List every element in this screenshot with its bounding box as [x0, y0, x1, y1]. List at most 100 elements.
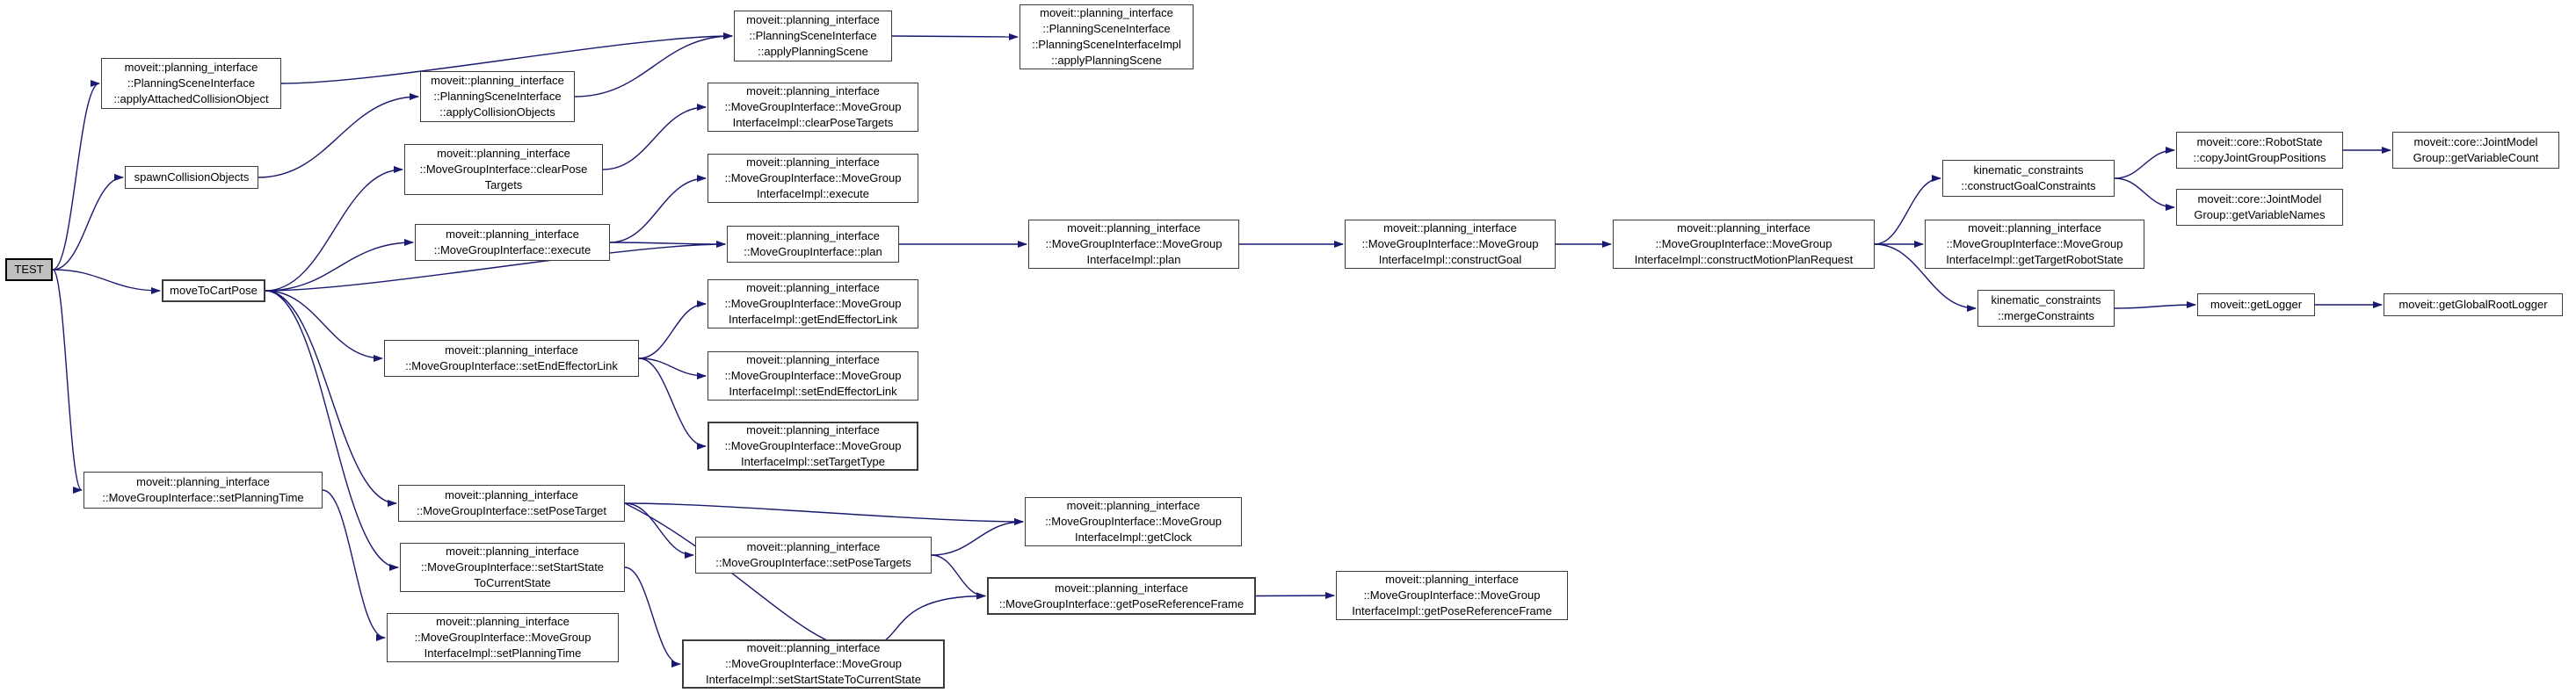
node-label-line: ::PlanningSceneInterface	[1042, 22, 1171, 35]
call-edge-mgi-set-pose-target--mgi-set-pose-targets	[624, 502, 694, 559]
node-label-line: ::MoveGroupInterface::setEndEffectorLink	[405, 359, 618, 372]
node-label-line: InterfaceImpl::getTargetRobotState	[1946, 253, 2123, 266]
node-psi-apply-planning-scene[interactable]: moveit::planning_interface::PlanningScen…	[734, 11, 892, 61]
node-impl-get-pose-reference-frame[interactable]: moveit::planning_interface::MoveGroupInt…	[1336, 571, 1568, 620]
node-moveit-get-global-root-logger[interactable]: moveit::getGlobalRootLogger	[2384, 293, 2563, 316]
node-label-line: moveit::planning_interface	[746, 540, 881, 553]
call-edge-kc-construct-goal-constraints--jmg-get-variable-names	[2114, 177, 2175, 211]
node-label-line: ::MoveGroupInterface::MoveGroup	[1946, 237, 2123, 250]
call-edge-move-to-cart-pose--mgi-clear-pose-targets	[265, 166, 403, 292]
node-test[interactable]: TEST	[5, 258, 53, 281]
call-edge-impl-construct-motion-plan-request--kc-merge-constraints	[1874, 243, 1977, 312]
node-impl-clear-pose-targets[interactable]: moveit::planning_interface::MoveGroupInt…	[707, 83, 918, 132]
node-psi-apply-attached-collision-object[interactable]: moveit::planning_interface::PlanningScen…	[101, 58, 281, 109]
node-mgi-set-pose-target[interactable]: moveit::planning_interface::MoveGroupInt…	[398, 485, 625, 522]
node-label-line: moveit::getGlobalRootLogger	[2398, 298, 2548, 311]
node-move-to-cart-pose[interactable]: moveToCartPose	[162, 279, 265, 302]
node-mgi-plan[interactable]: moveit::planning_interface::MoveGroupInt…	[727, 226, 899, 263]
node-mgi-get-pose-reference-frame[interactable]: moveit::planning_interface::MoveGroupInt…	[987, 577, 1256, 615]
node-label-line: moveit::planning_interface	[746, 281, 880, 294]
call-edge-psi-apply-collision-objects--psi-apply-planning-scene	[574, 32, 733, 97]
node-label-line: ::MoveGroupInterface::MoveGroup	[1363, 588, 1541, 602]
node-label-line: ::MoveGroupInterface::plan	[744, 245, 882, 258]
node-label-line: ::MoveGroupInterface::execute	[433, 243, 591, 256]
node-label-line: moveit::planning_interface	[436, 615, 570, 628]
node-label-line: ::PlanningSceneInterface	[433, 90, 562, 103]
node-label-line: moveit::core::JointModel	[2197, 192, 2322, 206]
node-label-line: moveit::planning_interface	[746, 423, 880, 437]
node-impl-set-start-state-to-current-state[interactable]: moveit::planning_interface::MoveGroupInt…	[682, 639, 945, 689]
call-edge-mgi-set-start-state-to-current-state--impl-set-start-state-to-current-state	[624, 567, 681, 668]
node-label-line: InterfaceImpl::setPlanningTime	[424, 646, 582, 660]
call-edge-mgi-execute--impl-execute	[609, 175, 707, 243]
call-edge-mgi-set-planning-time--impl-set-planning-time	[322, 489, 386, 641]
node-label-line: InterfaceImpl::constructGoal	[1378, 253, 1522, 266]
node-label-line: ::MoveGroupInterface::MoveGroup	[1655, 237, 1832, 250]
call-edge-move-to-cart-pose--mgi-set-end-effector-link	[265, 290, 383, 362]
node-label-line: InterfaceImpl::getPoseReferenceFrame	[1352, 604, 1552, 617]
node-label-line: ::mergeConstraints	[1998, 309, 2094, 322]
call-edge-spawn-collision-objects--psi-apply-collision-objects	[258, 93, 419, 178]
node-label-line: moveit::planning_interface	[746, 84, 880, 97]
call-edge-move-to-cart-pose--mgi-execute	[265, 239, 414, 292]
node-impl-get-clock[interactable]: moveit::planning_interface::MoveGroupInt…	[1025, 497, 1242, 546]
node-label-line: ::applyCollisionObjects	[439, 105, 555, 119]
node-mgi-set-planning-time[interactable]: moveit::planning_interface::MoveGroupInt…	[83, 472, 323, 509]
node-label-line: moveit::planning_interface	[746, 13, 880, 26]
node-label-line: InterfaceImpl::getClock	[1075, 531, 1192, 544]
node-impl-construct-motion-plan-request[interactable]: moveit::planning_interface::MoveGroupInt…	[1613, 220, 1875, 269]
node-label-line: ::MoveGroupInterface::MoveGroup	[1045, 237, 1223, 250]
node-kc-merge-constraints[interactable]: kinematic_constraints::mergeConstraints	[1977, 290, 2115, 327]
node-impl-construct-goal[interactable]: moveit::planning_interface::MoveGroupInt…	[1345, 220, 1556, 269]
node-label-line: InterfaceImpl::setStartStateToCurrentSta…	[706, 673, 921, 686]
call-edge-mgi-set-end-effector-link--impl-set-end-effector-link	[638, 357, 707, 379]
node-label-line: ::MoveGroupInterface::setStartState	[420, 560, 605, 574]
node-label-line: InterfaceImpl::plan	[1086, 253, 1181, 266]
node-rs-copy-joint-group-positions[interactable]: moveit::core::RobotState::copyJointGroup…	[2176, 132, 2343, 169]
node-moveit-get-logger[interactable]: moveit::getLogger	[2197, 293, 2315, 316]
node-label-line: moveit::planning_interface	[1066, 499, 1201, 512]
node-label-line: ToCurrentState	[474, 576, 551, 589]
node-kc-construct-goal-constraints[interactable]: kinematic_constraints::constructGoalCons…	[1942, 160, 2115, 197]
node-label-line: ::MoveGroupInterface::setPlanningTime	[102, 491, 304, 504]
node-label-line: moveit::planning_interface	[1055, 581, 1188, 595]
call-edge-psi-apply-attached-collision-object--psi-apply-planning-scene	[280, 32, 733, 84]
node-label-line: ::PlanningSceneInterface	[749, 29, 877, 42]
node-mgi-set-end-effector-link[interactable]: moveit::planning_interface::MoveGroupInt…	[384, 340, 639, 377]
call-edge-impl-construct-motion-plan-request--kc-construct-goal-constraints	[1874, 175, 1941, 245]
call-edge-mgi-set-pose-targets--impl-get-clock	[931, 518, 1024, 556]
node-label-line: moveToCartPose	[170, 284, 258, 297]
node-impl-get-end-effector-link[interactable]: moveit::planning_interface::MoveGroupInt…	[707, 279, 918, 328]
node-label-line: moveit::planning_interface	[746, 641, 881, 654]
call-edge-mgi-clear-pose-targets--impl-clear-pose-targets	[602, 104, 707, 170]
node-spawn-collision-objects[interactable]: spawnCollisionObjects	[125, 166, 258, 189]
node-impl-execute[interactable]: moveit::planning_interface::MoveGroupInt…	[707, 154, 918, 203]
node-impl-set-planning-time[interactable]: moveit::planning_interface::MoveGroupInt…	[387, 613, 619, 662]
node-psi-impl-apply-planning-scene[interactable]: moveit::planning_interface::PlanningScen…	[1020, 4, 1194, 69]
node-label-line: moveit::planning_interface	[1067, 221, 1201, 235]
node-label-line: InterfaceImpl::execute	[757, 187, 869, 200]
node-label-line: moveit::planning_interface	[1968, 221, 2101, 235]
node-label-line: InterfaceImpl::clearPoseTargets	[732, 116, 894, 129]
node-mgi-set-pose-targets[interactable]: moveit::planning_interface::MoveGroupInt…	[695, 537, 932, 574]
node-label-line: ::MoveGroupInterface::setPoseTarget	[416, 504, 607, 517]
node-label-line: moveit::core::RobotState	[2196, 135, 2323, 148]
call-edge-mgi-execute--mgi-plan	[609, 240, 726, 248]
node-mgi-set-start-state-to-current-state[interactable]: moveit::planning_interface::MoveGroupInt…	[400, 543, 625, 592]
node-impl-plan[interactable]: moveit::planning_interface::MoveGroupInt…	[1028, 220, 1239, 269]
node-impl-set-target-type[interactable]: moveit::planning_interface::MoveGroupInt…	[707, 422, 918, 471]
node-psi-apply-collision-objects[interactable]: moveit::planning_interface::PlanningScen…	[420, 71, 575, 122]
node-label-line: ::MoveGroupInterface::setPoseTargets	[715, 556, 911, 569]
node-impl-set-end-effector-link[interactable]: moveit::planning_interface::MoveGroupInt…	[707, 351, 918, 401]
call-edge-mgi-set-end-effector-link--impl-get-end-effector-link	[638, 300, 707, 359]
node-label-line: InterfaceImpl::constructMotionPlanReques…	[1634, 253, 1854, 266]
node-label-line: spawnCollisionObjects	[134, 170, 250, 184]
node-label-line: Group::getVariableNames	[2194, 208, 2326, 221]
node-label-line: moveit::planning_interface	[1385, 573, 1519, 586]
node-mgi-execute[interactable]: moveit::planning_interface::MoveGroupInt…	[415, 224, 610, 261]
node-impl-get-target-robot-state[interactable]: moveit::planning_interface::MoveGroupInt…	[1925, 220, 2144, 269]
node-mgi-clear-pose-targets[interactable]: moveit::planning_interface::MoveGroupInt…	[404, 144, 603, 195]
